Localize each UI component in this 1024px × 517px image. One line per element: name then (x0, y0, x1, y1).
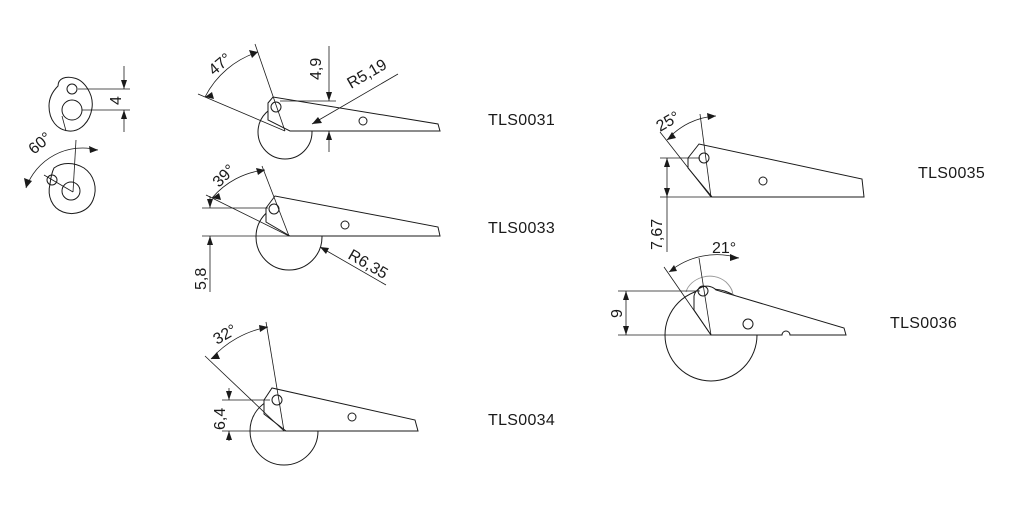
tls0031-height-label: 4,9 (308, 58, 325, 80)
tls0033-height-label: 5,8 (193, 268, 210, 290)
part-tls0035: 25° 7,67 (649, 109, 865, 252)
part-tls0034: 32° 6,4 (204, 322, 419, 466)
tls0036-height-label: 9 (609, 309, 626, 318)
tls0031-angle-label: 47° (206, 50, 235, 79)
tls0034-angle-label: 32° (211, 322, 240, 349)
part-tls0036: 21° 9 (609, 240, 847, 382)
tls0035-angle-label: 25° (654, 109, 683, 136)
small-top-height-label: 4 (108, 96, 125, 105)
part-tls0031: 47° 4,9 R5,19 (197, 43, 441, 160)
tls0036-angle-label: 21° (712, 240, 736, 257)
small-part-bottom: 60° (24, 129, 99, 214)
small-bottom-angle-label: 60° (26, 129, 55, 158)
tls0035-label: TLS0035 (918, 165, 985, 182)
tls0033-label: TLS0033 (488, 220, 555, 237)
tls0035-height-label: 7,67 (649, 219, 666, 250)
tls0031-radius-label: R5,19 (345, 56, 391, 92)
tls0031-label: TLS0031 (488, 112, 555, 129)
tls0033-radius-label: R6,35 (345, 247, 391, 283)
tls0034-height-label: 6,4 (212, 408, 229, 430)
tls0034-label: TLS0034 (488, 412, 555, 429)
part-tls0033: 39° 5,8 R6,35 (193, 162, 441, 292)
tls0033-angle-label: 39° (210, 162, 239, 191)
small-part-top: 4 (48, 66, 130, 132)
tls0036-label: TLS0036 (890, 315, 957, 332)
